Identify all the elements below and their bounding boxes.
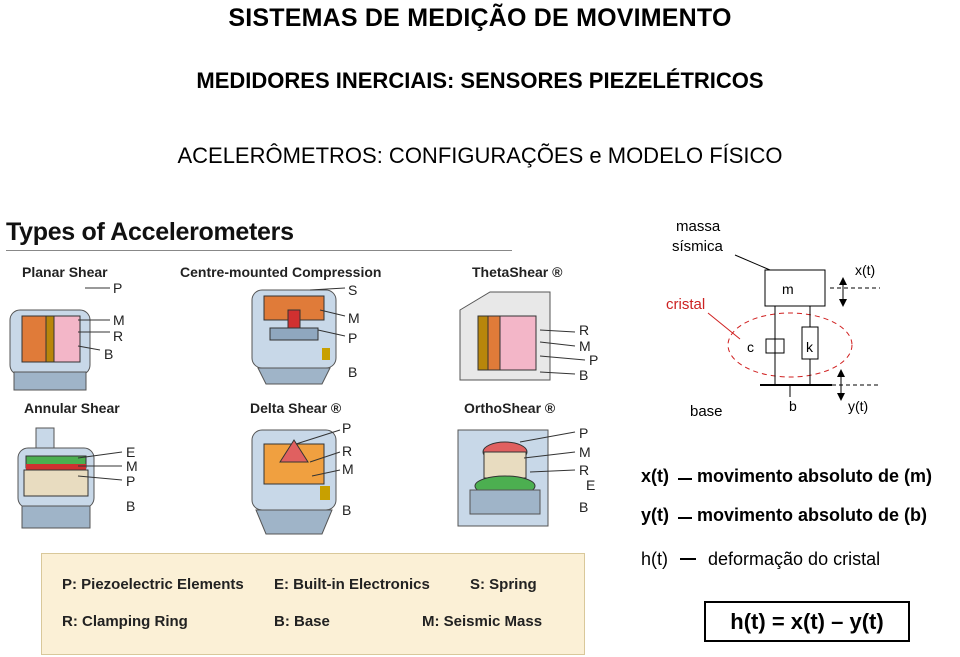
b-label: b — [789, 398, 797, 414]
thetashear-illustration — [459, 291, 586, 381]
def-y-symbol: y(t) — [641, 505, 669, 525]
caption-planar-shear: Planar Shear — [22, 264, 108, 280]
def-h-symbol: h(t) — [641, 549, 668, 569]
orthoshear-illustration — [457, 429, 576, 527]
label-annular-b: B — [126, 498, 136, 514]
damper — [765, 338, 785, 354]
caption-thetashear: ThetaShear ® — [472, 264, 563, 280]
label-comp-p: P — [348, 330, 358, 346]
cristal-leader-line — [707, 312, 741, 340]
label-delta-p: P — [342, 420, 352, 436]
label-delta-r: R — [342, 443, 353, 459]
label-ortho-e: E — [586, 477, 596, 493]
cristal-ellipse — [727, 312, 853, 378]
def-x-symbol: x(t) — [641, 466, 669, 486]
planar-shear-illustration — [9, 287, 110, 391]
label-planar-b: B — [104, 346, 114, 362]
label-ortho-m: M — [579, 444, 591, 460]
base-label: base — [690, 403, 723, 420]
mass-m-label: m — [782, 281, 794, 297]
damper-c-label: c — [747, 339, 754, 355]
label-theta-r: R — [579, 322, 590, 338]
def-h-dash — [680, 558, 696, 560]
label-planar-m: M — [113, 312, 125, 328]
parts-legend: P: Piezoelectric Elements E: Built-in El… — [41, 553, 585, 655]
label-comp-m: M — [348, 310, 360, 326]
legend-m: M: Seismic Mass — [422, 613, 543, 630]
massa-leader-line — [734, 254, 771, 271]
y-label: y(t) — [848, 398, 869, 414]
label-annular-e: E — [126, 444, 136, 460]
physical-model-diagram — [707, 254, 880, 401]
legend-r: R: Clamping Ring — [62, 613, 188, 630]
caption-delta-shear: Delta Shear ® — [250, 400, 342, 416]
caption-annular-shear: Annular Shear — [24, 400, 120, 416]
label-delta-m: M — [342, 461, 354, 477]
label-comp-s: S — [348, 282, 358, 298]
cristal-label: cristal — [666, 296, 706, 313]
caption-orthoshear: OrthoShear ® — [464, 400, 556, 416]
def-y-dash — [678, 517, 692, 519]
formula-box: h(t) = x(t) – y(t) — [704, 601, 910, 642]
legend-b: B: Base — [274, 613, 330, 630]
def-y-text: movimento absoluto de (b) — [697, 505, 928, 525]
spring-k-label: k — [806, 339, 813, 355]
legend-e: E: Built-in Electronics — [274, 576, 430, 593]
accelerometer-drawings — [9, 287, 586, 535]
label-planar-p: P — [113, 280, 123, 296]
def-x-text: movimento absoluto de (m) — [697, 466, 933, 486]
label-planar-r: R — [113, 328, 124, 344]
label-theta-p: P — [589, 352, 599, 368]
sismica-label: sísmica — [672, 238, 723, 255]
def-x-dash — [678, 478, 692, 480]
subtitle-inertial: MEDIDORES INERCIAIS: SENSORES PIEZELÉTRI… — [196, 68, 764, 93]
def-h-text: deformação do cristal — [708, 549, 881, 569]
heading-rule — [6, 250, 512, 251]
label-ortho-p: P — [579, 425, 589, 441]
label-annular-m: M — [126, 458, 138, 474]
label-ortho-b: B — [579, 499, 589, 515]
subtitle-accelerometers: ACELERÔMETROS: CONFIGURAÇÕES e MODELO FÍ… — [177, 143, 783, 168]
massa-label: massa — [676, 218, 721, 235]
mass-box — [764, 269, 826, 307]
legend-p: P: Piezoelectric Elements — [62, 576, 244, 593]
page-title: SISTEMAS DE MEDIÇÃO DE MOVIMENTO — [228, 4, 732, 32]
delta-shear-illustration — [251, 429, 341, 535]
compression-illustration — [251, 287, 346, 385]
label-comp-b: B — [348, 364, 358, 380]
label-delta-b: B — [342, 502, 352, 518]
label-theta-b: B — [579, 367, 589, 383]
figure-heading: Types of Accelerometers — [6, 218, 294, 246]
caption-centre-compression: Centre-mounted Compression — [180, 264, 382, 280]
label-theta-m: M — [579, 338, 591, 354]
label-annular-p: P — [126, 473, 136, 489]
x-label: x(t) — [855, 262, 876, 278]
annular-shear-illustration — [17, 427, 123, 529]
label-ortho-r: R — [579, 462, 590, 478]
legend-s: S: Spring — [470, 576, 537, 593]
